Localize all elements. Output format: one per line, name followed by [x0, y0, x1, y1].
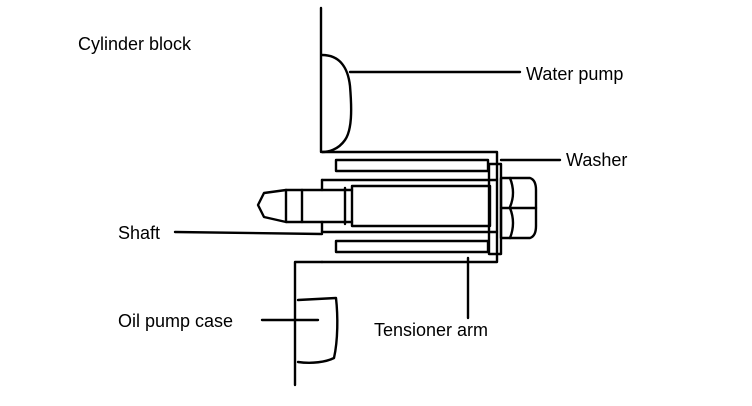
shaft-collar [350, 184, 492, 228]
oil-pump-case-boss [296, 296, 339, 364]
label-water-pump: Water pump [526, 64, 624, 84]
shaft-body [256, 188, 354, 224]
leader-shaft [173, 230, 324, 236]
label-cylinder-block: Cylinder block [78, 34, 192, 54]
tensioner-arm-sleeve-top [334, 158, 490, 173]
oil-pump-case-wall [293, 260, 324, 387]
tensioner-arm-sleeve-bottom [334, 239, 490, 254]
label-shaft: Shaft [118, 223, 161, 243]
label-oil-pump-case: Oil pump case [118, 311, 234, 331]
label-tensioner-arm: Tensioner arm [374, 320, 489, 340]
label-washer: Washer [566, 150, 628, 170]
bolt-head [499, 176, 538, 240]
tensioner-arm-housing [320, 150, 499, 264]
bolt-head-facet-2 [508, 206, 515, 240]
bolt-head-facet-1 [508, 176, 515, 209]
water-pump-bulge [320, 53, 353, 154]
